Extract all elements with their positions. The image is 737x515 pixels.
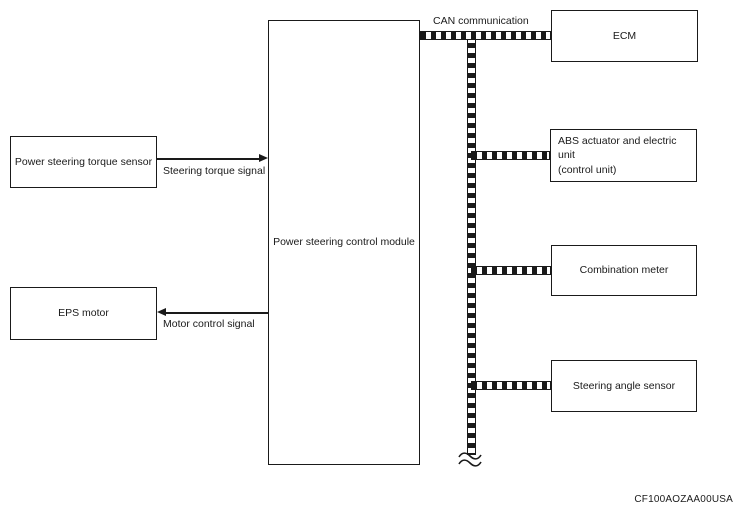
node-label: Steering angle sensor xyxy=(572,379,676,392)
can-communication-label: CAN communication xyxy=(433,15,529,27)
node-power-steering-control-module: Power steering control module xyxy=(268,20,420,465)
node-label: Power steering control module xyxy=(273,236,415,249)
node-abs-actuator-and-electric-unit: ABS actuator and electric unit (control … xyxy=(550,129,697,182)
figure-code: CF100AOZAA00USA xyxy=(634,494,733,505)
node-ecm: ECM xyxy=(551,10,698,62)
motor-control-signal-label: Motor control signal xyxy=(163,318,255,330)
node-label: EPS motor xyxy=(58,307,109,320)
node-eps-motor: EPS motor xyxy=(10,287,157,340)
can-bus-vertical-line xyxy=(467,32,476,455)
steering-torque-signal-label: Steering torque signal xyxy=(163,165,266,177)
node-steering-angle-sensor: Steering angle sensor xyxy=(551,360,697,412)
node-combination-meter: Combination meter xyxy=(551,245,697,296)
line-break-icon xyxy=(458,452,482,467)
arrow-left-icon xyxy=(157,308,166,316)
node-power-steering-torque-sensor: Power steering torque sensor xyxy=(10,136,157,188)
can-stub-steering-angle-sensor xyxy=(471,381,551,390)
can-stub-abs-actuator xyxy=(471,151,550,160)
node-label: ABS actuator and electric unit (control … xyxy=(558,135,677,176)
can-stub-combination-meter xyxy=(471,266,551,275)
steering-torque-signal-line xyxy=(157,158,260,160)
node-label: Power steering torque sensor xyxy=(14,155,153,168)
node-label: ECM xyxy=(612,29,637,42)
arrow-right-icon xyxy=(259,154,268,162)
node-label: Combination meter xyxy=(579,264,669,277)
can-bus-horizontal-line xyxy=(420,31,551,40)
motor-control-signal-line xyxy=(166,312,268,314)
